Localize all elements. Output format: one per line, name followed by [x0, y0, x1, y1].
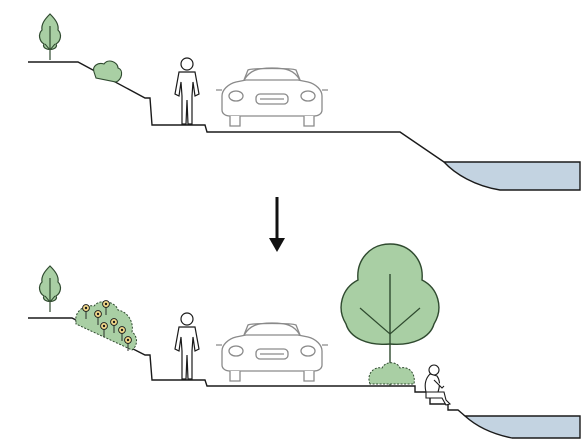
person-standing-icon [175, 313, 199, 379]
tree-icon [40, 266, 61, 312]
water-before [444, 162, 580, 190]
tree-icon [40, 14, 61, 60]
person-sitting-icon [425, 365, 450, 405]
car-icon [216, 68, 328, 126]
after-scene [28, 244, 580, 438]
person-standing-icon [175, 58, 199, 124]
arrow-down-icon [269, 197, 285, 252]
water-after [465, 416, 580, 438]
shrub-icon [94, 61, 122, 82]
before-scene [28, 14, 580, 190]
car-icon [216, 323, 328, 381]
flower-shrubs [76, 301, 137, 351]
shrubs-icon [369, 363, 414, 384]
